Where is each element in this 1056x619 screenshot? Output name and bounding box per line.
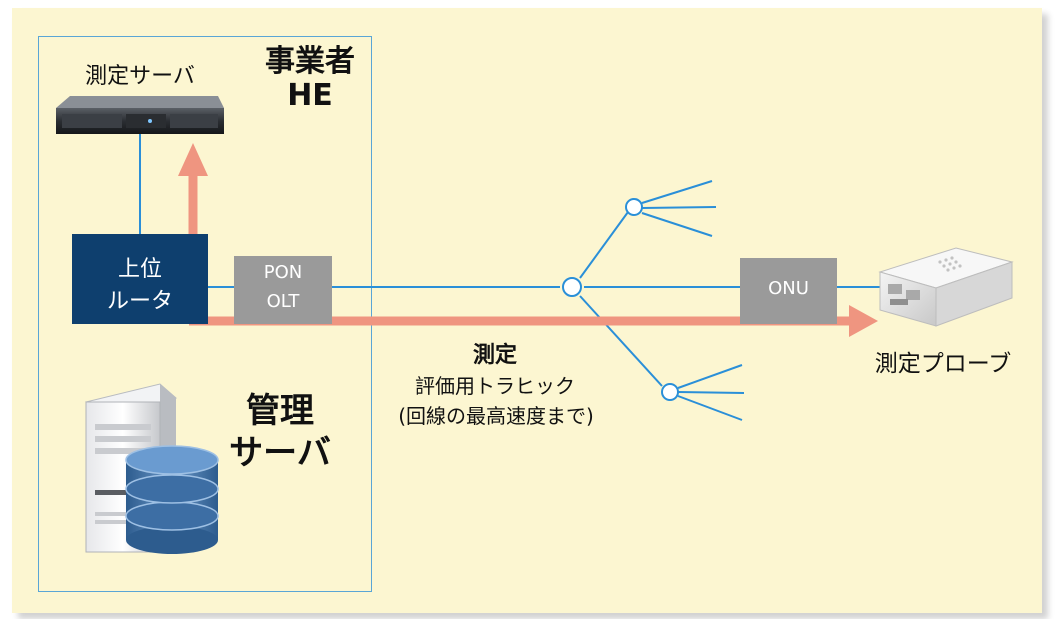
branch-upper-link — [579, 211, 629, 279]
management-server-label-line1: 管理 — [246, 391, 314, 431]
probe-device-icon — [878, 247, 1014, 327]
management-server-label-line2: サーバ — [229, 433, 331, 473]
splitter-node-icon — [661, 383, 679, 401]
olt-label-line1: PON — [263, 262, 303, 283]
upper-fanout-links — [641, 180, 717, 237]
operator-title-line2: HE — [287, 78, 333, 113]
evaluation-traffic-label: 評価用トラヒック — [415, 374, 575, 398]
upper-router-box — [72, 234, 208, 324]
router-label-line1: 上位 — [117, 257, 162, 282]
router-label-line2: ルータ — [106, 289, 173, 314]
lower-fanout-links — [677, 364, 745, 421]
splitter-node-icon — [625, 198, 643, 216]
pon-olt-box — [234, 256, 332, 324]
measurement-probe-label: 測定プローブ — [874, 351, 1012, 377]
olt-label-line2: OLT — [266, 291, 300, 312]
database-server-icon — [84, 383, 219, 554]
measurement-title: 測定 — [472, 343, 517, 368]
max-speed-note: (回線の最高速度まで) — [398, 404, 594, 428]
measurement-server-label: 測定サーバ — [85, 64, 195, 89]
onu-box — [740, 258, 837, 324]
splitter-node-icon — [562, 277, 582, 297]
operator-headend-boundary — [38, 36, 372, 592]
onu-label: ONU — [768, 278, 809, 299]
rack-server-icon — [56, 96, 224, 134]
branch-lower-link — [579, 295, 663, 387]
operator-title-line1: 事業者 — [265, 44, 355, 79]
